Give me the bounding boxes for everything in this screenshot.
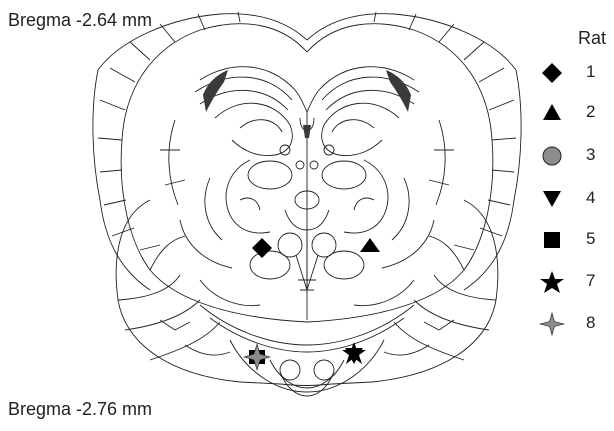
legend-rat-number: 3 (586, 145, 595, 165)
site-rat-8-four-point-star (244, 344, 270, 370)
legend-item-rat-5: 5 (538, 227, 614, 255)
legend-rat-number: 5 (586, 229, 595, 249)
triangle-up-icon (538, 100, 566, 126)
legend-item-rat-2: 2 (538, 100, 614, 128)
legend-title: Rat (578, 28, 606, 49)
legend-item-rat-1: 1 (538, 60, 614, 88)
posterior-cortex-right (394, 275, 496, 360)
diamond-icon (538, 60, 566, 86)
posterior-lower-structures (230, 340, 384, 392)
triangle-down-icon (538, 186, 566, 212)
circle-icon (538, 143, 566, 169)
site-rat-1-diamond (252, 238, 272, 258)
site-rat-2-triangle (360, 238, 380, 252)
legend-item-rat-8: 8 (538, 311, 614, 339)
posterior-cortex-left (118, 275, 220, 360)
legend-rat-number: 4 (586, 188, 595, 208)
legend-rat-number: 8 (586, 313, 595, 333)
legend-item-rat-3: 3 (538, 143, 614, 171)
star-icon (538, 269, 566, 295)
four-point-star-icon (538, 311, 566, 337)
injection-site-markers (244, 238, 380, 370)
legend-item-rat-7: 7 (538, 269, 614, 297)
legend-rat-number: 1 (586, 62, 595, 82)
legend-item-rat-4: 4 (538, 186, 614, 214)
outer-cortex-right (307, 14, 516, 70)
legend-rat-number: 7 (586, 271, 595, 291)
outer-cortex-left (98, 14, 307, 70)
corpus-callosum (200, 67, 414, 112)
legend-rat-number: 2 (586, 102, 595, 122)
square-icon (538, 227, 566, 253)
